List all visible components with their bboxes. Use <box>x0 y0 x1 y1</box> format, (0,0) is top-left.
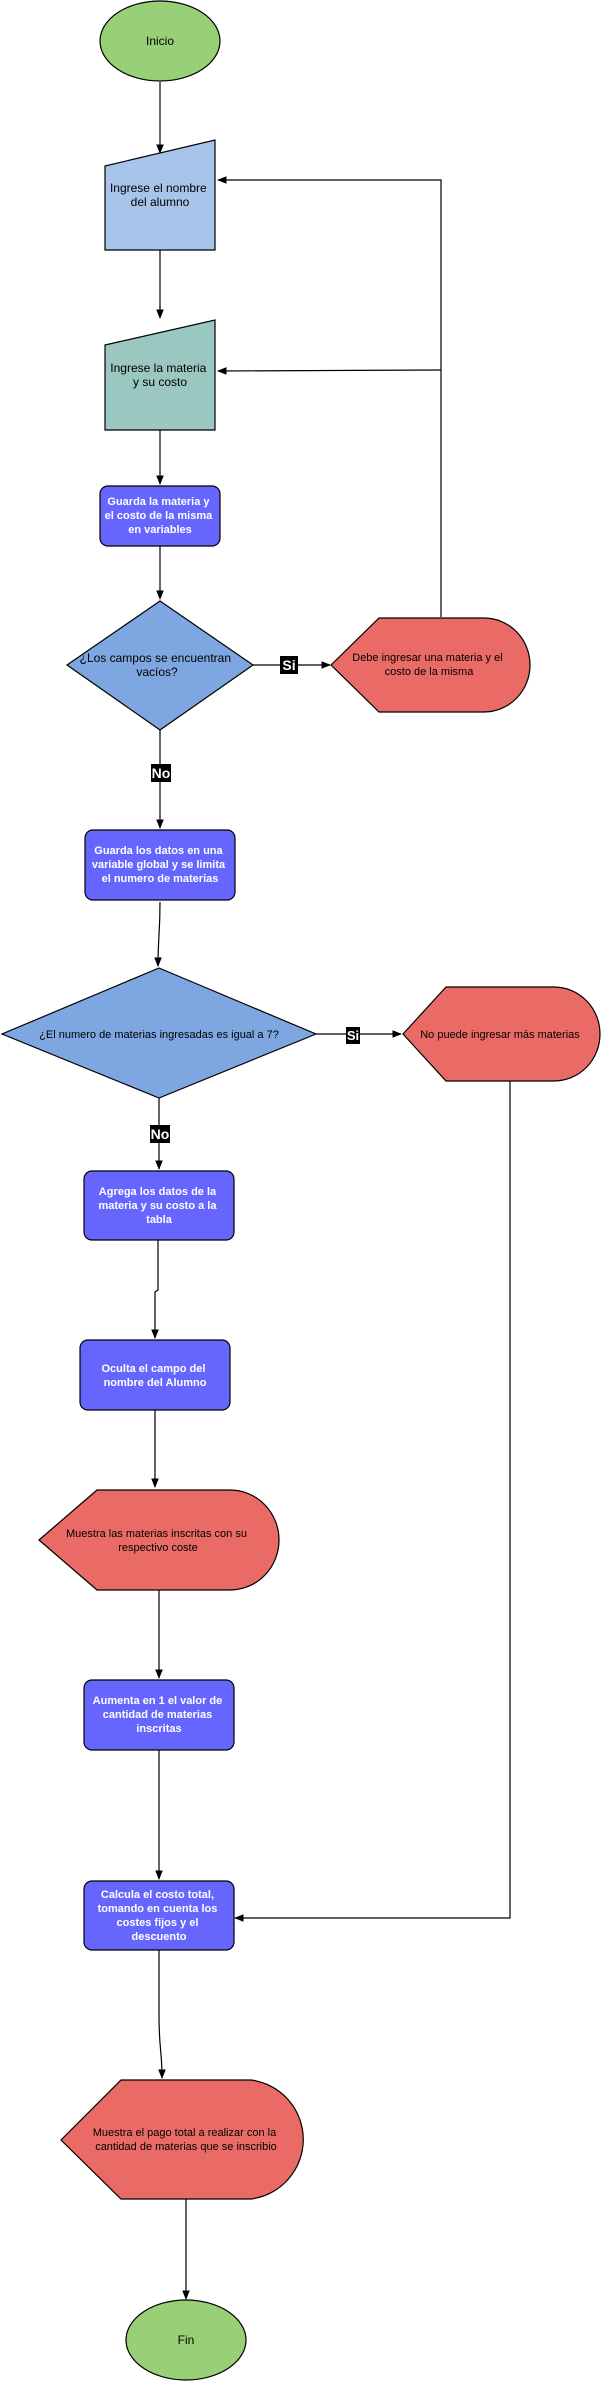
display-total-line-1: Muestra el pago total a realizar con la <box>93 2127 277 2139</box>
calc-total-line-1: Calcula el costo total, <box>101 1889 214 1901</box>
decision-seven-label: ¿El numero de materias ingresadas es igu… <box>39 1029 279 1041</box>
display-total-line-2: cantidad de materias que se inscribio <box>95 2141 277 2153</box>
save-vars-label: Guarda la materia y el costo de la misma… <box>105 496 216 536</box>
start-terminal <box>99 0 221 82</box>
label-yes-2: Si <box>347 1028 359 1043</box>
calc-total-process <box>83 1880 235 1951</box>
add-table-line-2: materia y su costo a la <box>98 1200 217 1212</box>
increase-count-line-2: cantidad de materias <box>103 1709 212 1721</box>
input-subject-line-2: y su costo <box>133 375 187 389</box>
increase-count-process <box>83 1679 235 1751</box>
input-name-line-2: del alumno <box>131 195 190 209</box>
decision-seven-diamond <box>0 967 318 1099</box>
display-subjects-label: Muestra las materias inscritas con su re… <box>66 1528 250 1554</box>
display-must-enter-shape <box>330 617 531 713</box>
display-no-more-shape <box>402 986 601 1082</box>
label-no-2-bg <box>150 1125 170 1143</box>
end-terminal <box>125 2299 247 2381</box>
input-name-line-1: Ingrese el nombre <box>110 181 207 195</box>
input-name-label: Ingrese el nombre del alumno <box>110 181 210 209</box>
input-name-shape <box>104 139 216 251</box>
calc-total-label: Calcula el costo total, tomando en cuent… <box>98 1889 221 1943</box>
display-total-label: Muestra el pago total a realizar con la … <box>93 2127 280 2153</box>
save-vars-process <box>99 485 221 547</box>
label-yes-1-bg <box>280 656 298 674</box>
add-table-line-1: Agrega los datos de la <box>99 1186 217 1198</box>
decision-empty-line-1: ¿Los campos se encuentran <box>80 651 231 665</box>
start-label: Inicio <box>146 34 174 48</box>
edge-must-enter-to-input-name <box>217 176 442 617</box>
decision-empty-diamond <box>65 600 255 731</box>
label-yes-1: Si <box>282 657 295 673</box>
decision-empty-label: ¿Los campos se encuentran vacíos? <box>80 651 235 679</box>
connectors <box>151 82 511 2300</box>
calc-total-line-4: descuento <box>131 1931 186 1943</box>
hide-name-process <box>79 1339 231 1411</box>
edge-add-table-to-hide-name <box>151 1240 159 1339</box>
input-subject-line-1: Ingrese la materia <box>110 361 206 375</box>
save-global-line-3: el numero de materias <box>102 873 219 885</box>
label-no-1-bg <box>151 764 171 782</box>
decision-empty-line-2: vacíos? <box>136 665 178 679</box>
edge-no-more-to-calc-total <box>234 1081 511 1922</box>
add-table-line-3: tabla <box>146 1214 173 1226</box>
calc-total-line-3: costes fijos y el <box>117 1917 199 1929</box>
end-label: Fin <box>178 2333 195 2347</box>
node-texts: Inicio Ingrese el nombre del alumno Ingr… <box>39 34 580 2347</box>
input-subject-shape <box>104 319 216 431</box>
save-vars-line-1: Guarda la materia y <box>107 496 210 508</box>
display-total-shape <box>60 2079 304 2200</box>
must-enter-line-1: Debe ingresar una materia y el <box>352 652 502 664</box>
label-no-1: No <box>152 765 171 781</box>
hide-name-line-2: nombre del Alumno <box>104 1377 207 1389</box>
calc-total-line-2: tomando en cuenta los <box>98 1903 218 1915</box>
input-subject-label: Ingrese la materia y su costo <box>110 361 209 389</box>
save-vars-line-3: en variables <box>128 524 192 536</box>
edge-must-enter-to-input-subject <box>217 367 442 375</box>
hide-name-line-1: Oculta el campo del <box>102 1363 206 1375</box>
save-global-label: Guarda los datos en una variable global … <box>92 845 228 885</box>
increase-count-label: Aumenta en 1 el valor de cantidad de mat… <box>93 1695 226 1735</box>
display-subjects-shape <box>38 1489 280 1591</box>
add-table-label: Agrega los datos de la materia y su cost… <box>98 1186 219 1226</box>
label-no-2: No <box>151 1126 170 1142</box>
save-vars-line-2: el costo de la misma <box>105 510 213 522</box>
add-table-process <box>83 1170 235 1241</box>
edge-save-global-to-decision-seven <box>154 901 162 967</box>
increase-count-line-1: Aumenta en 1 el valor de <box>93 1695 223 1707</box>
save-global-line-1: Guarda los datos en una <box>94 845 223 857</box>
label-yes-2-bg <box>346 1027 360 1044</box>
must-enter-line-2: costo de la misma <box>385 666 475 678</box>
increase-count-line-3: inscritas <box>136 1723 181 1735</box>
edge-calc-total-to-display-total <box>158 1950 166 2079</box>
save-global-line-2: variable global y se limita <box>92 859 226 871</box>
display-subjects-line-1: Muestra las materias inscritas con su <box>66 1528 247 1540</box>
save-global-process <box>84 829 236 901</box>
hide-name-label: Oculta el campo del nombre del Alumno <box>102 1363 209 1389</box>
edge-labels: Si No Si No <box>150 656 360 1143</box>
must-enter-label: Debe ingresar una materia y el costo de … <box>352 652 505 678</box>
display-subjects-line-2: respectivo coste <box>118 1542 197 1554</box>
no-more-label: No puede ingresar más materias <box>420 1029 580 1041</box>
